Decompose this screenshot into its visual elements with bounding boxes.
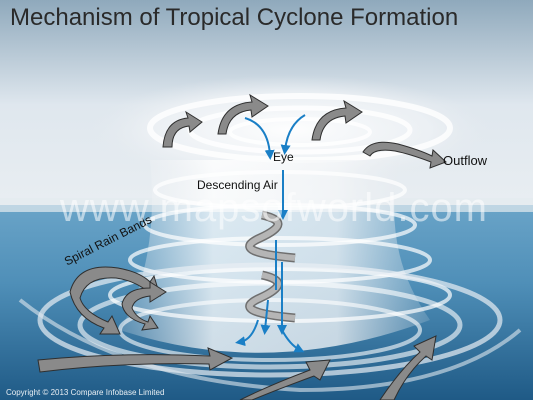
- outflow-arrow-upper-left: [217, 93, 269, 135]
- outflow-label: Outflow: [443, 153, 488, 168]
- outflow-arrow-left: [162, 110, 203, 148]
- rain-band-arrow-1: [69, 266, 161, 335]
- copyright: Copyright © 2013 Compare Infobase Limite…: [6, 388, 165, 397]
- descending-air-arrows: [235, 114, 306, 353]
- descending-air-label: Descending Air: [197, 178, 278, 192]
- inflow-arrow-middle: [239, 359, 331, 400]
- eye-label: Eye: [273, 150, 294, 164]
- inflow-arrows: [37, 335, 437, 400]
- inflow-arrow-right: [379, 335, 437, 400]
- outflow-arrow-upper-right: [311, 99, 363, 141]
- sea-spiral-bands: [18, 262, 522, 393]
- page-title: Mechanism of Tropical Cyclone Formation: [10, 4, 459, 31]
- spiral-rain-band-arrows: [69, 266, 167, 335]
- rain-band-arrow-2: [121, 281, 167, 331]
- inflow-arrow-left: [37, 347, 234, 373]
- outflow-arrows: [162, 93, 447, 169]
- outflow-arrow-right: [362, 141, 447, 169]
- watermark: www.mapsofworld.com: [60, 186, 489, 230]
